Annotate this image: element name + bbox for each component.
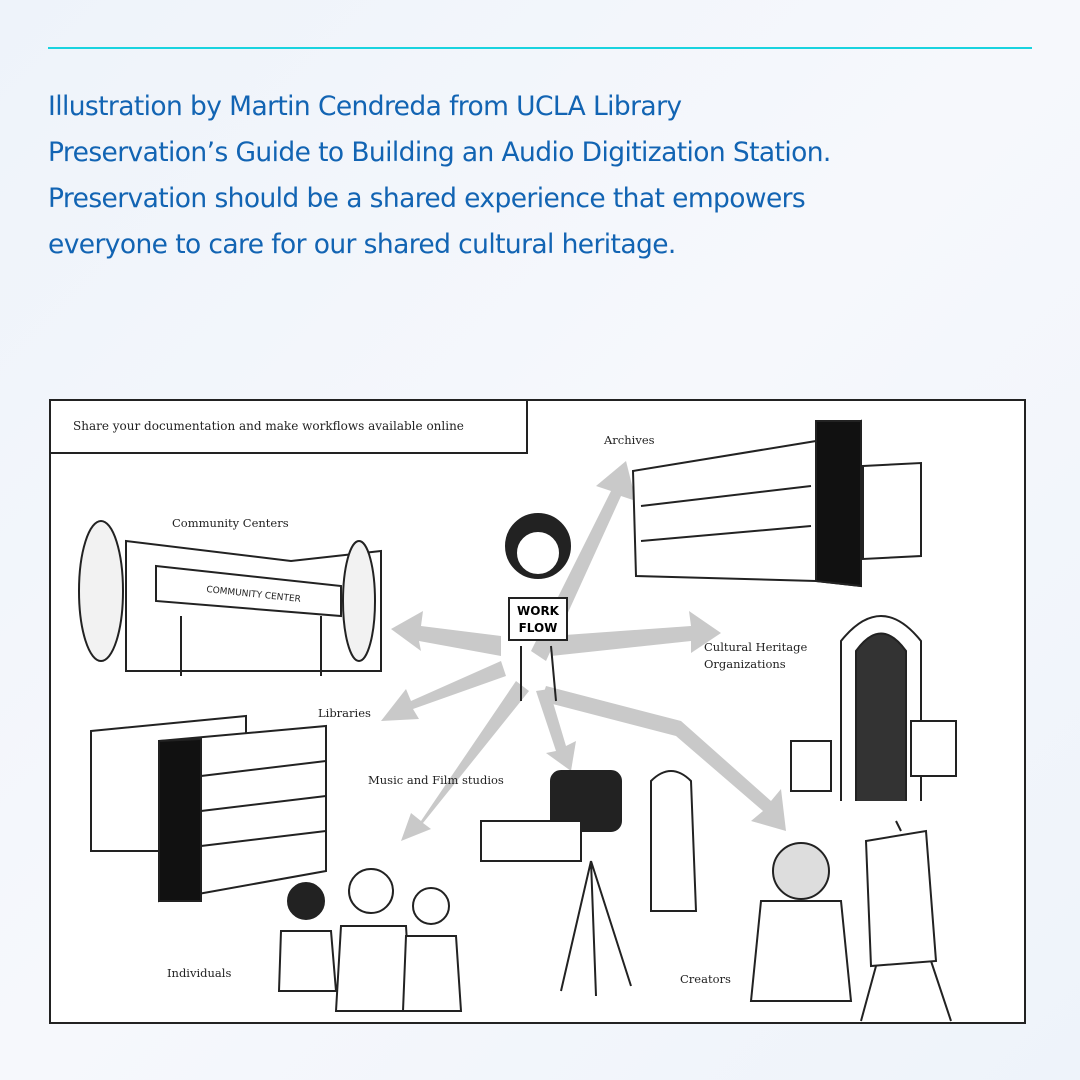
caption-line: everyone to care for our shared cultural…: [48, 229, 676, 260]
sign-line: WORK: [517, 604, 559, 618]
camera-tripod: [480, 770, 698, 997]
arrow-studios: [536, 689, 576, 771]
label-music-film: Music and Film studios: [368, 773, 504, 787]
label-libraries: Libraries: [318, 706, 371, 720]
caption-line: Illustration by Martin Cendreda from UCL…: [48, 91, 682, 122]
library-shelves: [90, 714, 327, 903]
label-line: Organizations: [704, 657, 786, 671]
label-community-centers: Community Centers: [172, 516, 289, 530]
label-individuals: Individuals: [167, 966, 232, 980]
community-center: [78, 520, 382, 676]
sign-line: FLOW: [518, 621, 558, 635]
archives-shelves: [631, 419, 922, 588]
label-line: Cultural Heritage: [704, 640, 808, 654]
individuals-people: [277, 868, 463, 1012]
arrow-community: [391, 611, 501, 656]
heritage-doorway: [790, 615, 957, 801]
workflow-sign: WORK FLOW: [508, 597, 568, 641]
arrow-individuals: [401, 681, 529, 841]
arrow-creators: [541, 686, 786, 831]
arrow-libraries: [381, 661, 506, 721]
label-cultural-heritage: Cultural Heritage Organizations: [704, 639, 807, 673]
illustration-heading: Share your documentation and make workfl…: [73, 419, 464, 433]
creator-painter: [749, 820, 952, 1022]
heading-box: Share your documentation and make workfl…: [49, 399, 528, 454]
label-creators: Creators: [680, 972, 731, 986]
caption-line: Preservation’s Guide to Building an Audi…: [48, 137, 831, 168]
workflow-illustration: Share your documentation and make workfl…: [49, 399, 1026, 1024]
accent-rule: [48, 47, 1032, 49]
character-workflow: [505, 513, 571, 702]
caption-line: Preservation should be a shared experien…: [48, 183, 806, 214]
label-archives: Archives: [604, 433, 655, 447]
caption: Illustration by Martin Cendreda from UCL…: [48, 84, 948, 268]
illustration-drawing: [78, 419, 957, 1022]
arrow-heritage: [551, 611, 721, 656]
